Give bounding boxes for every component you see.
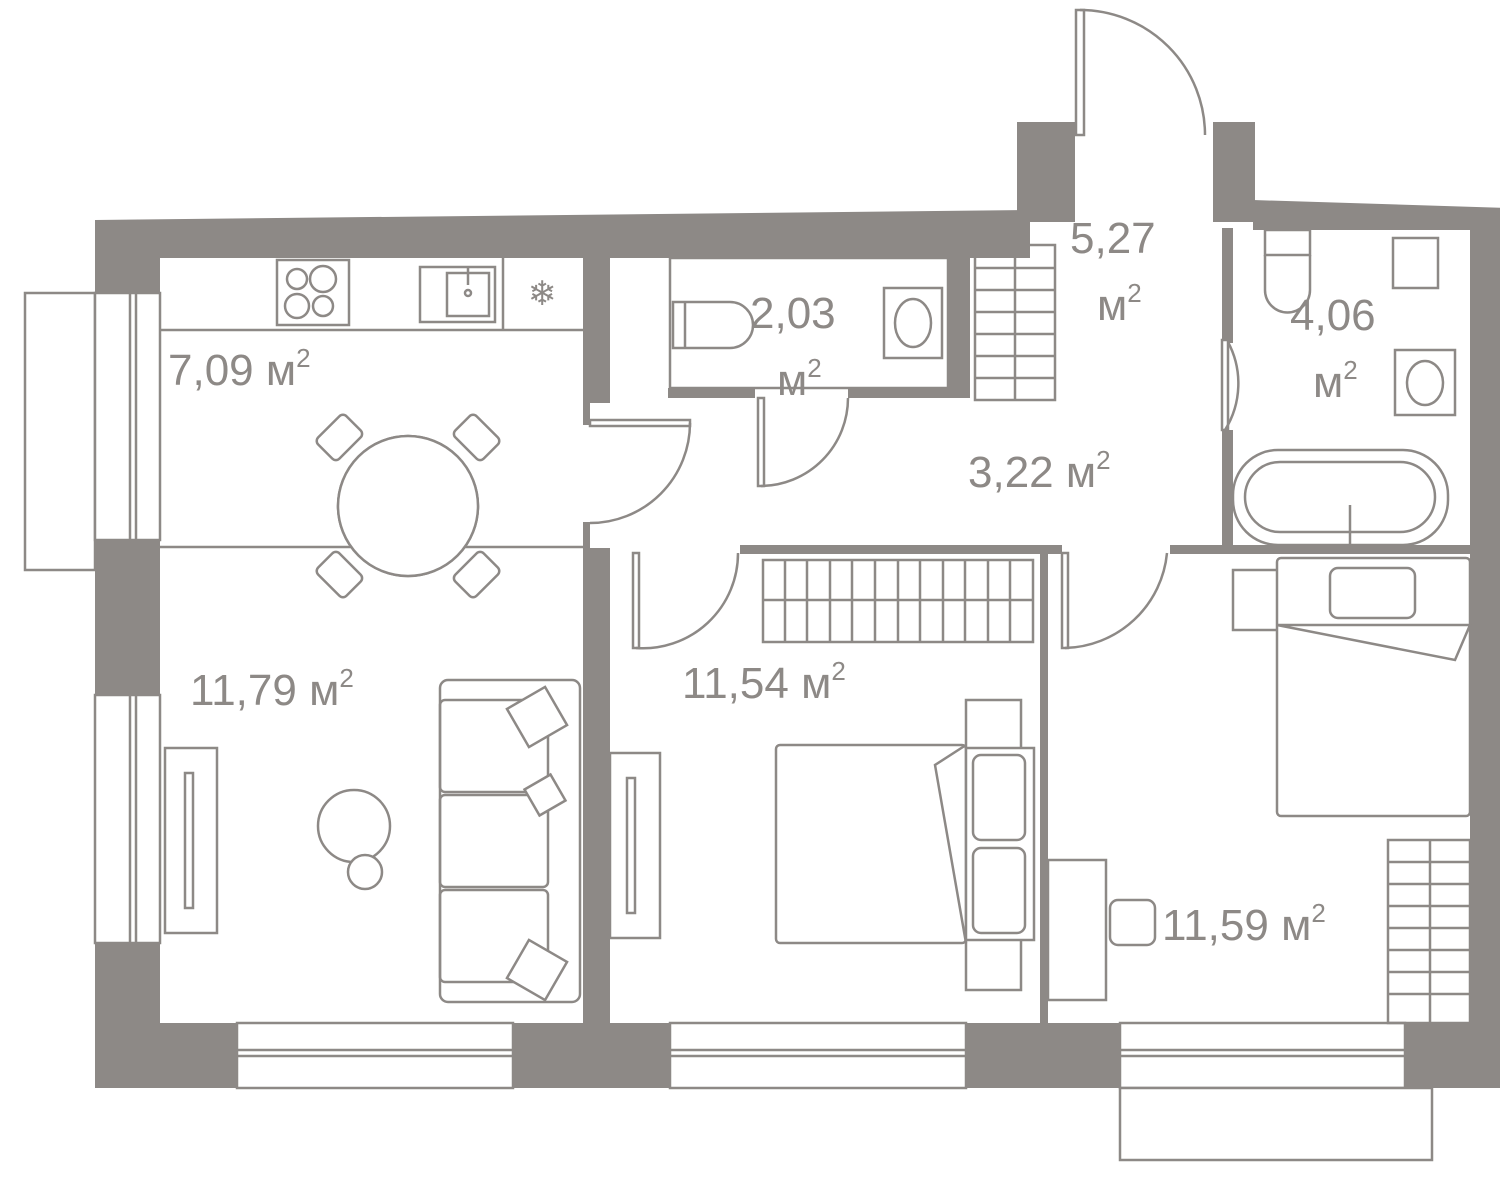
room-area-bathroom-unit: м2 bbox=[1313, 355, 1358, 407]
room-area-wc: 2,03 bbox=[750, 289, 836, 338]
sink-icon bbox=[418, 265, 497, 324]
dining-table bbox=[315, 413, 501, 599]
room-area-entrance-unit: м2 bbox=[1097, 278, 1142, 330]
bathroom-furniture bbox=[1231, 228, 1457, 547]
room-area-bedroom2: 11,59 м2 bbox=[1162, 898, 1326, 950]
room-area-entrance: 5,27 bbox=[1070, 214, 1156, 263]
room-area-living: 11,79 м2 bbox=[190, 663, 354, 715]
hall-closet bbox=[973, 243, 1057, 402]
doors bbox=[588, 8, 1240, 650]
sofa bbox=[438, 678, 582, 1004]
windows bbox=[23, 291, 1434, 1162]
room-area-bathroom: 4,06 bbox=[1290, 291, 1376, 340]
bedroom2-furniture bbox=[1046, 556, 1472, 1025]
tv-unit bbox=[163, 746, 219, 935]
room-area-bedroom1: 11,54 м2 bbox=[682, 656, 846, 708]
wc-furniture bbox=[668, 256, 950, 390]
living-furniture bbox=[163, 678, 582, 1004]
bedroom1-furniture bbox=[608, 558, 1036, 992]
stove-icon bbox=[275, 258, 351, 327]
room-area-kitchen: 7,09 м2 bbox=[168, 343, 311, 395]
snowflake-icon: ❄ bbox=[528, 274, 557, 314]
room-area-wc-unit: м2 bbox=[777, 353, 822, 405]
area-labels: 7,09 м2 11,79 м2 2,03 м2 5,27 м2 4,06 м2… bbox=[168, 214, 1376, 950]
kitchen-furniture: ❄ bbox=[160, 258, 583, 599]
room-area-hall: 3,22 м2 bbox=[968, 445, 1111, 497]
